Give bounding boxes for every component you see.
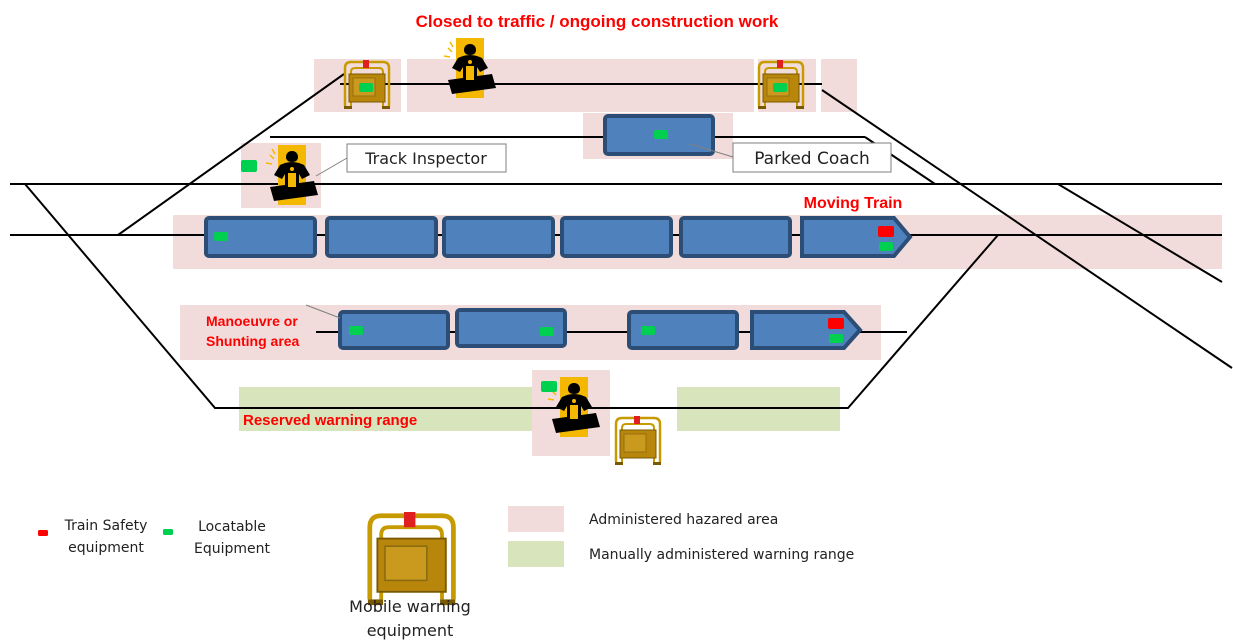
parked-coach-leader — [689, 143, 734, 158]
mobile-warning-equipment-icon — [342, 58, 392, 111]
locatable-equipment-marker — [349, 326, 363, 335]
moving-train — [204, 216, 913, 258]
locatable-equipment-marker — [641, 326, 655, 335]
legend-locatable-swatch — [163, 529, 173, 535]
train-coach — [325, 216, 438, 258]
train-safety-marker — [828, 318, 844, 329]
legend-hazard-label: Administered hazared area — [589, 512, 778, 528]
train-coach — [204, 216, 317, 258]
locatable-equipment-marker — [654, 130, 668, 139]
track-inspector-label: Track Inspector — [364, 149, 487, 168]
legend-train-safety-line1: Train Safety — [64, 518, 148, 534]
parked-coach — [603, 114, 715, 156]
track-inspector-leader — [315, 157, 348, 177]
closed-to-traffic-label: Closed to traffic / ongoing construction… — [416, 12, 779, 31]
train-coach — [560, 216, 673, 258]
legend-hazard-swatch — [508, 506, 564, 532]
legend-mobile-warning-line1: Mobile warning — [349, 597, 471, 616]
switch-right-construction — [821, 89, 1233, 369]
parked-coach-callout — [732, 142, 892, 173]
track-bottom-loop — [24, 183, 999, 409]
locatable-equipment-marker — [541, 381, 557, 392]
track-inspector-worker-icon — [265, 145, 318, 205]
legend-train-safety-line2: equipment — [68, 540, 144, 556]
switch-right-upper — [1057, 183, 1223, 283]
hazard-zone-construction-far-right — [821, 59, 857, 112]
train-coach — [679, 216, 792, 258]
train-locomotive — [800, 216, 913, 258]
shunting-coach — [338, 310, 450, 350]
mobile-warning-equipment-icon — [613, 414, 663, 467]
legend-train-safety-swatch — [38, 530, 48, 536]
locatable-equipment-marker — [241, 160, 257, 172]
train-safety-marker — [878, 226, 894, 237]
train-coach — [442, 216, 555, 258]
legend-mobile-warning-line2: equipment — [367, 621, 454, 640]
locatable-equipment-marker — [879, 242, 893, 251]
shunting-train — [338, 308, 863, 350]
shunting-coach — [627, 310, 739, 350]
manoeuvre-label-line2: Shunting area — [206, 333, 300, 349]
manoeuvre-label-line1: Manoeuvre or — [206, 313, 298, 329]
shunting-locomotive — [750, 310, 863, 350]
reserved-warning-label: Reserved warning range — [243, 412, 417, 429]
legend-warning-swatch — [508, 541, 564, 567]
legend-locatable-line1: Locatable — [198, 519, 266, 535]
track-inspector-callout — [346, 143, 507, 173]
legend-mobile-warning-icon — [368, 512, 455, 605]
moving-train-label: Moving Train — [804, 195, 903, 212]
switch-left-upper — [117, 73, 345, 236]
construction-worker-icon — [443, 38, 496, 98]
legend-locatable-line2: Equipment — [194, 541, 271, 557]
locatable-equipment-marker — [214, 232, 228, 241]
mobile-warning-equipment-icon — [756, 58, 806, 111]
legend: Train Safety equipment Locatable Equipme… — [38, 506, 854, 640]
parked-coach-label: Parked Coach — [754, 149, 870, 169]
shunting-leader — [305, 304, 341, 319]
locatable-equipment-marker — [540, 327, 554, 336]
locatable-equipment-marker — [829, 334, 843, 343]
legend-warning-label: Manually administered warning range — [589, 547, 854, 563]
shunting-coach — [455, 308, 567, 348]
